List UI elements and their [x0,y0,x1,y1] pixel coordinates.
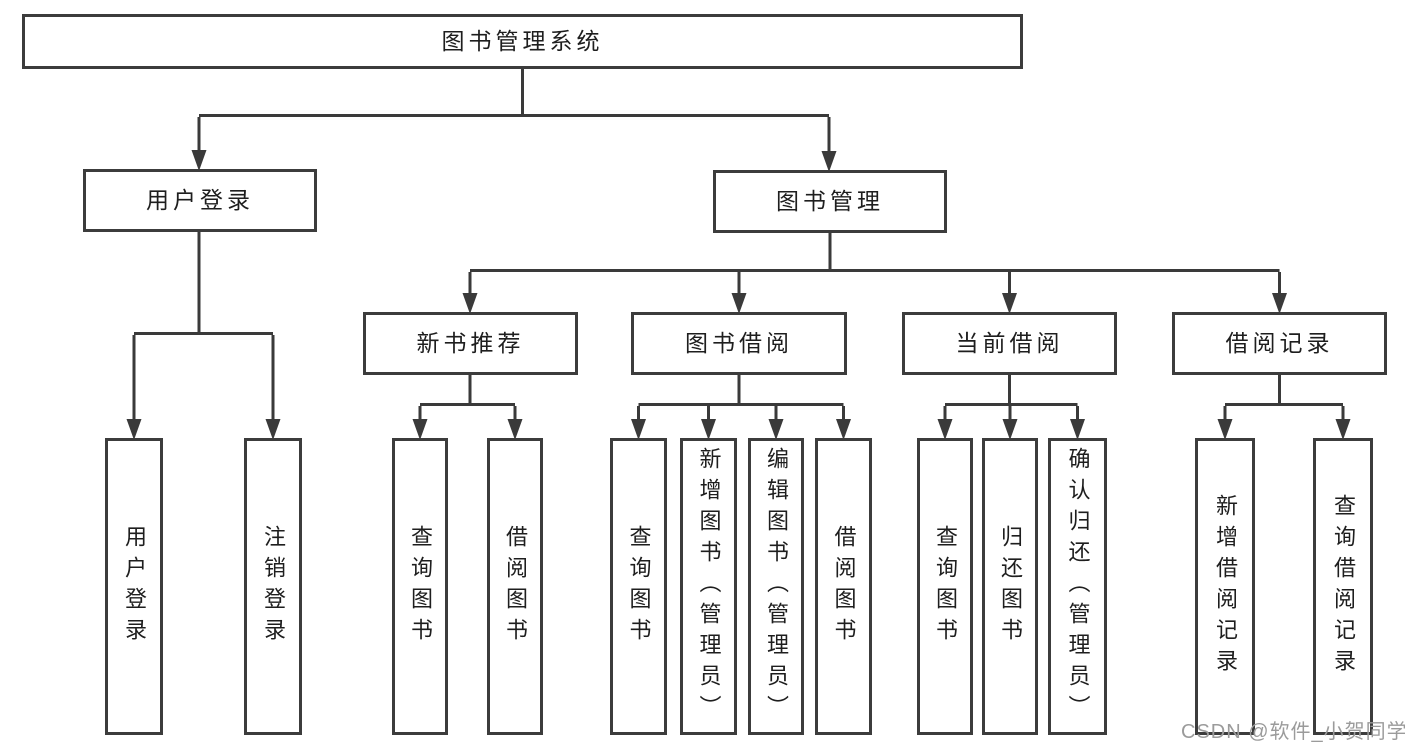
root-node-library-management-system: 图书管理系统 [22,14,1023,69]
leaf-add-borrow-record: 新增借阅记录 [1195,438,1255,735]
leaf-borrow-books: 借阅图书 [815,438,872,735]
node-borrow-record: 借阅记录 [1172,312,1387,375]
leaf-confirm-return-admin: 确认归还（管理员） [1048,438,1107,735]
leaf-borrow-books-recommend: 借阅图书 [487,438,543,735]
node-book-borrow: 图书借阅 [631,312,847,375]
csdn-watermark: CSDN @软件_小贺同学 [1181,721,1405,743]
leaf-query-books-current: 查询图书 [917,438,973,735]
node-current-borrow: 当前借阅 [902,312,1117,375]
leaf-return-book: 归还图书 [982,438,1038,735]
leaf-edit-book-admin: 编辑图书（管理员） [748,438,804,735]
leaf-add-book-admin: 新增图书（管理员） [680,438,737,735]
leaf-user-login: 用户登录 [105,438,163,735]
leaf-query-books-recommend: 查询图书 [392,438,448,735]
node-book-management: 图书管理 [713,170,947,233]
leaf-query-books-borrow: 查询图书 [610,438,667,735]
node-new-book-recommend: 新书推荐 [363,312,578,375]
node-user-login: 用户登录 [83,169,317,232]
leaf-logout: 注销登录 [244,438,302,735]
leaf-query-borrow-record: 查询借阅记录 [1313,438,1373,735]
